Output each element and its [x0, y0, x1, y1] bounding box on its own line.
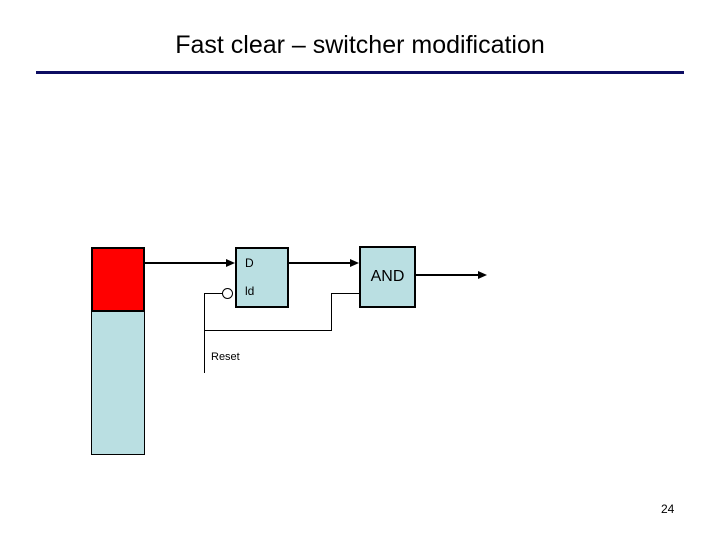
page-number: 24 [661, 502, 675, 516]
flipflop-box: D ld [235, 247, 289, 308]
arrowhead-icon [350, 259, 359, 267]
and-gate-box: AND [359, 246, 416, 308]
active-low-bubble-icon [222, 288, 233, 299]
wire-reset-to-and [331, 293, 359, 294]
arrow-red-to-flipflop [145, 262, 226, 264]
arrow-flipflop-to-and [289, 262, 350, 264]
wire-bubble-stub [204, 293, 223, 294]
flipflop-d-input-label: D [245, 256, 254, 270]
arrow-and-output [416, 274, 478, 276]
diagram-red-block [91, 247, 145, 312]
and-gate-label: AND [370, 268, 405, 285]
arrowhead-icon [478, 271, 487, 279]
reset-label: Reset [211, 351, 240, 363]
wire-reset-riser [331, 293, 332, 331]
arrowhead-icon [226, 259, 235, 267]
wire-reset-vertical [204, 293, 205, 373]
title-divider [36, 71, 684, 74]
slide-title: Fast clear – switcher modification [175, 31, 545, 59]
diagram-buffer-block [91, 311, 145, 455]
wire-reset-horizontal [204, 330, 332, 331]
flipflop-load-input-label: ld [245, 284, 255, 298]
